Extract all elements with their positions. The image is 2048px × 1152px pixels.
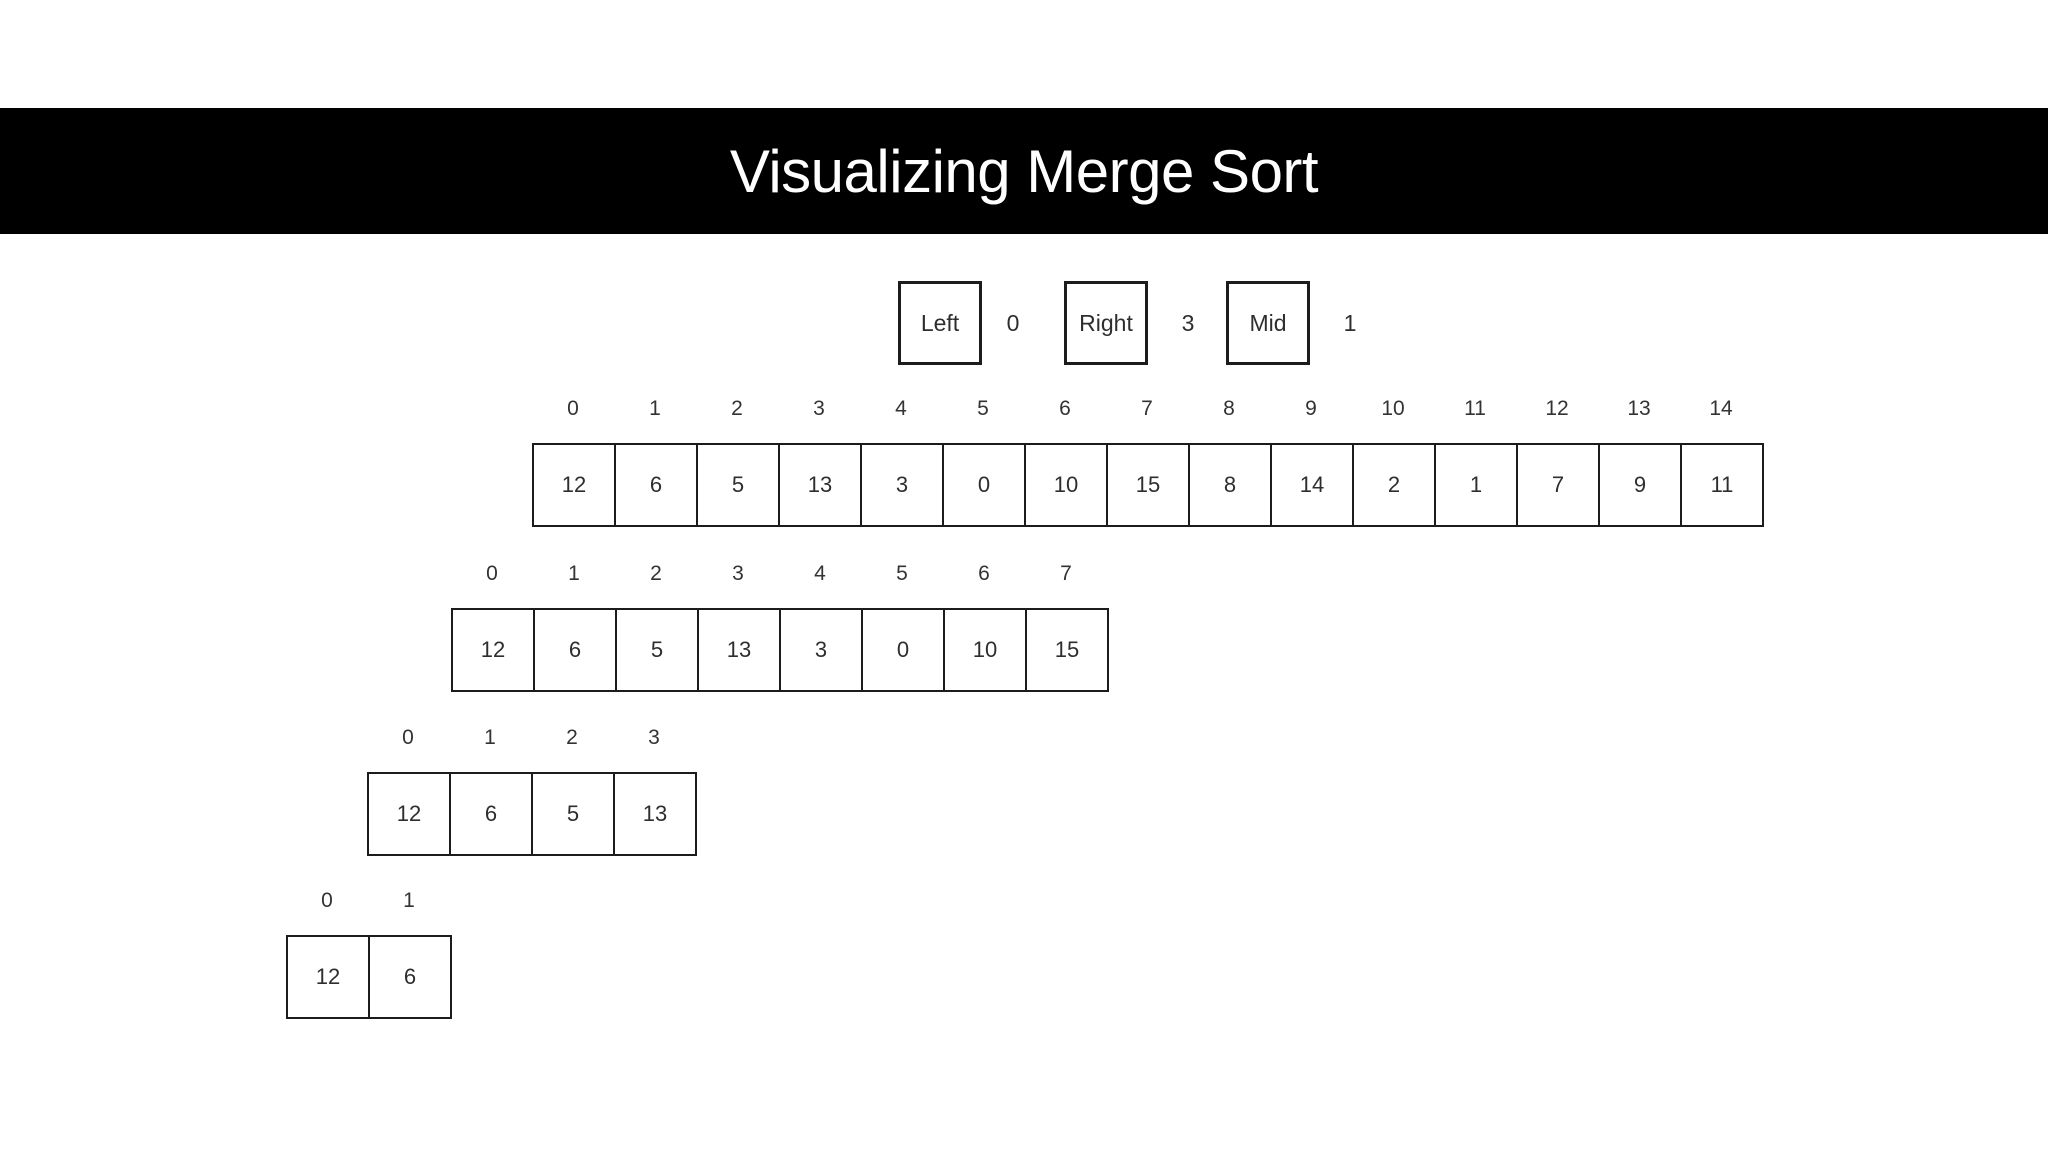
mid-pointer-label: Mid — [1249, 309, 1287, 336]
right-pointer-value: 3 — [1181, 309, 1195, 336]
array-cell: 3 — [860, 443, 944, 527]
array-cell: 12 — [532, 443, 616, 527]
array-cell: 6 — [533, 608, 617, 692]
index-label: 9 — [1305, 397, 1317, 420]
array-cell: 5 — [531, 772, 615, 856]
index-label: 3 — [732, 562, 744, 585]
mid-pointer-value: 1 — [1343, 309, 1357, 336]
index-label: 6 — [978, 562, 990, 585]
array-cell: 0 — [942, 443, 1026, 527]
array-cell: 10 — [1024, 443, 1108, 527]
array-cell: 6 — [614, 443, 698, 527]
index-label: 0 — [486, 562, 498, 585]
array-cell: 0 — [861, 608, 945, 692]
array-cell: 7 — [1516, 443, 1600, 527]
array-cell: 13 — [613, 772, 697, 856]
index-label: 2 — [731, 397, 743, 420]
index-label: 0 — [321, 889, 333, 912]
array-cell: 15 — [1025, 608, 1109, 692]
index-label: 1 — [649, 397, 661, 420]
index-label: 1 — [484, 726, 496, 749]
array-cell: 13 — [778, 443, 862, 527]
left-pointer-value: 0 — [1006, 309, 1020, 336]
index-label: 14 — [1709, 397, 1733, 420]
index-label: 3 — [813, 397, 825, 420]
right-pointer-box: Right — [1064, 281, 1148, 365]
index-label: 5 — [977, 397, 989, 420]
array-cell: 6 — [368, 935, 452, 1019]
array-cell: 6 — [449, 772, 533, 856]
page-title: Visualizing Merge Sort — [729, 137, 1319, 205]
index-label: 1 — [568, 562, 580, 585]
index-label: 2 — [650, 562, 662, 585]
right-pointer-label: Right — [1079, 309, 1133, 336]
index-row: 0 1 2 3 — [367, 726, 697, 772]
array-cell: 12 — [367, 772, 451, 856]
index-label: 0 — [567, 397, 579, 420]
array-cell: 10 — [943, 608, 1027, 692]
array-cell: 3 — [779, 608, 863, 692]
array-cell: 13 — [697, 608, 781, 692]
index-label: 1 — [403, 889, 415, 912]
array-cell: 8 — [1188, 443, 1272, 527]
index-label: 12 — [1545, 397, 1569, 420]
index-label: 2 — [566, 726, 578, 749]
array-cell: 2 — [1352, 443, 1436, 527]
index-label: 6 — [1059, 397, 1071, 420]
title-banner: Visualizing Merge Sort — [0, 108, 2048, 234]
index-label: 13 — [1627, 397, 1651, 420]
index-label: 5 — [896, 562, 908, 585]
array-cell: 1 — [1434, 443, 1518, 527]
index-row: 0 1 2 3 4 5 6 7 — [451, 562, 1109, 608]
left-pointer-label: Left — [920, 309, 960, 336]
index-label: 0 — [402, 726, 414, 749]
array-cell: 15 — [1106, 443, 1190, 527]
index-label: 4 — [814, 562, 826, 585]
array-cell: 11 — [1680, 443, 1764, 527]
index-label: 10 — [1381, 397, 1405, 420]
index-label: 7 — [1141, 397, 1153, 420]
index-label: 4 — [895, 397, 907, 420]
index-label: 3 — [648, 726, 660, 749]
array-cell: 14 — [1270, 443, 1354, 527]
left-pointer-box: Left — [898, 281, 982, 365]
array-cell: 5 — [615, 608, 699, 692]
array-cell: 12 — [451, 608, 535, 692]
array-cell: 9 — [1598, 443, 1682, 527]
array-cell: 12 — [286, 935, 370, 1019]
index-label: 8 — [1223, 397, 1235, 420]
mid-pointer-box: Mid — [1226, 281, 1310, 365]
index-label: 7 — [1060, 562, 1072, 585]
array-cell: 5 — [696, 443, 780, 527]
index-label: 11 — [1464, 397, 1486, 420]
